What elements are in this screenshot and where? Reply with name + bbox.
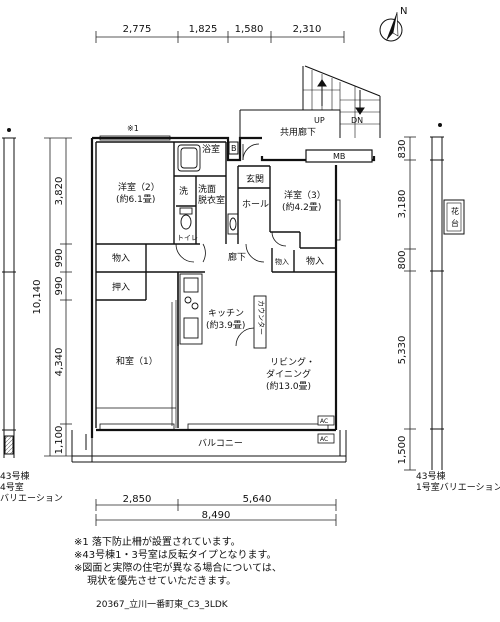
left-dimension-line (44, 137, 72, 457)
right-variation-strip (430, 123, 465, 470)
laundry-label: 洗 (179, 185, 188, 197)
dim-bottom-1: 2,850 (123, 494, 152, 505)
stairs-down-label: DN (351, 116, 363, 125)
flower-stand-label-2: 台 (451, 218, 459, 228)
dim-left-4: 4,340 (54, 348, 65, 377)
dim-top-4: 2,310 (293, 24, 322, 35)
compass-label: N (400, 6, 407, 17)
ac-label-1: AC (320, 418, 328, 425)
dim-left-5: 1,100 (54, 426, 65, 455)
entrance-label: 玄関 (246, 173, 264, 185)
dim-right-4: 5,330 (397, 336, 408, 365)
washroom-label-2: 脱衣室 (198, 194, 225, 206)
dim-right-5: 1,500 (397, 436, 408, 465)
hall-label: ホール (242, 199, 269, 210)
living-size: (約13.0畳) (266, 380, 311, 392)
bath-label: 浴室 (202, 143, 220, 155)
mb-box (305, 149, 373, 163)
kitchen-size: (約3.9畳) (206, 319, 245, 331)
corridor-label: 廊下 (228, 251, 246, 263)
kitchen-counter (179, 273, 267, 349)
b-box (228, 141, 239, 155)
staircase (239, 65, 381, 138)
common-corridor-label: 共用廊下 (280, 126, 316, 138)
storage-a-label: 物入 (112, 252, 130, 264)
kitchen-label: キッチン (208, 308, 244, 319)
left-caption-line-2: 4号室 (0, 483, 24, 493)
left-caption-line-1: 43号棟 (0, 472, 30, 482)
dim-right-2: 3,180 (397, 190, 408, 219)
left-variation-strip (2, 128, 16, 458)
dim-left-total: 10,140 (32, 280, 43, 315)
flower-stand-label-1: 花 (451, 206, 459, 216)
stairs-up-label: UP (314, 116, 325, 125)
dim-top-3: 1,580 (235, 24, 264, 35)
left-caption-line-3: バリエーション (0, 494, 63, 504)
bathtub-icon (177, 144, 201, 172)
fall-prevention-mark: ※1 (127, 124, 139, 133)
top-dimension-line (95, 31, 345, 43)
tatami-lines (96, 300, 177, 428)
right-caption-line-1: 43号棟 (416, 472, 446, 482)
dim-top-1: 2,775 (123, 24, 152, 35)
dim-left-2: 990 (54, 248, 65, 267)
right-variation-caption: 43号棟 1号室バリエーション (416, 472, 500, 494)
dim-right-1: 830 (397, 139, 408, 158)
dim-bottom-total: 8,490 (202, 510, 231, 521)
mb-label: MB (333, 152, 345, 161)
western-room-3-label: 洋室（3） (284, 189, 326, 201)
dim-left-3: 990 (54, 276, 65, 295)
footer-code: 20367_立川一番町東_C3_3LDK (96, 600, 228, 610)
ac-unit-1-icon (317, 415, 335, 426)
b-label: B (231, 144, 237, 153)
dim-top-2: 1,825 (189, 24, 218, 35)
balcony (71, 430, 347, 463)
right-dimension-line (404, 136, 416, 471)
counter-label: カウンター (257, 300, 266, 335)
dim-left-1: 3,820 (54, 177, 65, 206)
toilet-label: トイレ (177, 234, 198, 242)
note-3: ※図面と実際の住宅が異なる場合については、 (74, 563, 282, 574)
storage-d-label: 物入 (306, 255, 324, 267)
interior-walls (95, 141, 336, 428)
right-caption-line-2: 1号室バリエーション (416, 483, 500, 493)
bottom-dimension-line (95, 499, 337, 526)
japanese-room-label: 和室（1） (116, 355, 158, 367)
ac-unit-2-icon (317, 433, 335, 444)
left-variation-caption: 43号棟 4号室 バリエーション (0, 472, 63, 505)
dining-label: ダイニング (266, 368, 311, 380)
door-swings (175, 143, 287, 347)
closet-label: 押入 (112, 281, 130, 293)
north-compass-icon (379, 11, 403, 42)
washroom-label-1: 洗面 (198, 183, 216, 195)
note-2: ※43号棟1・3号室は反転タイプとなります。 (74, 550, 277, 561)
washbasin-icon (227, 213, 239, 235)
western-room-2-label: 洋室（2） (118, 181, 160, 193)
dim-right-3: 800 (397, 250, 408, 269)
dim-bottom-2: 5,640 (243, 494, 272, 505)
toilet-icon (179, 207, 193, 230)
western-room-3-size: (約4.2畳) (282, 201, 321, 213)
western-room-2-size: (約6.1畳) (116, 193, 155, 205)
storage-c-label: 物入 (275, 257, 289, 266)
balcony-label: バルコニー (198, 438, 243, 449)
note-1: ※1 落下防止柵が設置されています。 (74, 537, 241, 548)
windows (99, 135, 341, 431)
ac-label-2: AC (320, 436, 328, 443)
note-4: 現状を優先させていただきます。 (74, 576, 237, 587)
living-label: リビング・ (270, 356, 315, 368)
